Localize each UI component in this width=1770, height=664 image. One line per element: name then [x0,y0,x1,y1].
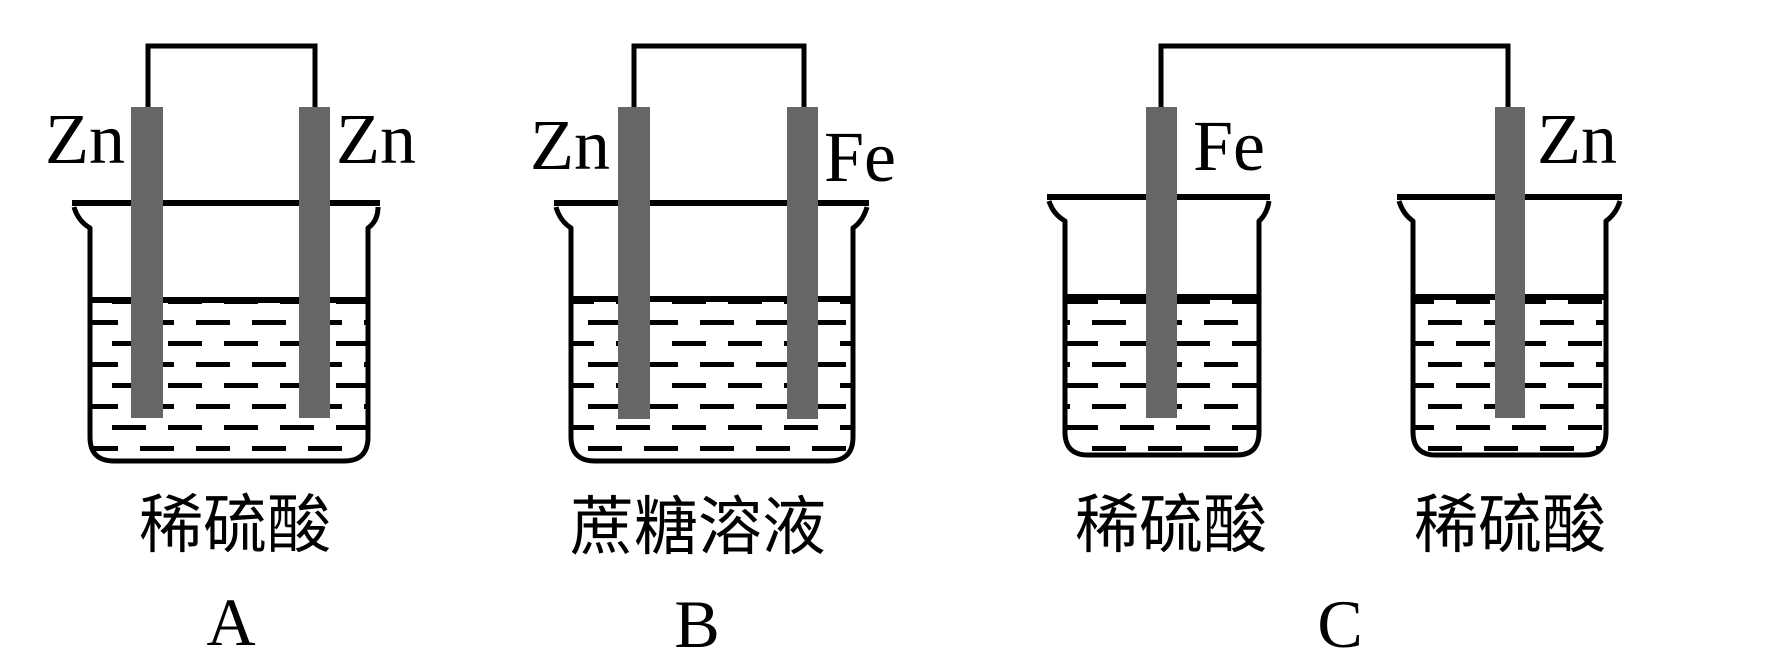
electrode-c-right-label: Zn [1537,99,1617,179]
electrode-a-left [131,107,163,418]
solution-label-a: 稀硫酸 [139,490,331,561]
electrode-b-right-label: Fe [824,117,896,197]
setup-c-group: Fe Zn 稀硫酸 稀硫酸 C [1047,43,1622,662]
wire-a [145,43,318,110]
caption-c: C [1317,586,1362,662]
electrode-b-right [787,107,818,419]
setup-b-group: Zn Fe 蔗糖溶液 B [530,43,896,662]
electrode-c-right [1495,107,1525,418]
solution-label-c-right: 稀硫酸 [1414,490,1606,561]
caption-a: A [206,584,255,660]
electrode-c-left-label: Fe [1193,106,1265,186]
electrode-a-right [299,107,330,418]
electrode-a-right-label: Zn [336,99,416,179]
setup-a-group: Zn Zn 稀硫酸 A [45,43,416,660]
electrode-b-left-label: Zn [530,105,610,185]
electrode-c-left [1146,107,1177,418]
wire-b [631,43,807,110]
electrode-a-left-label: Zn [45,99,125,179]
solution-label-c-left: 稀硫酸 [1075,490,1267,561]
caption-b: B [674,586,719,662]
wire-c [1158,43,1511,110]
solution-label-b: 蔗糖溶液 [570,492,826,563]
electrode-b-left [618,107,650,419]
